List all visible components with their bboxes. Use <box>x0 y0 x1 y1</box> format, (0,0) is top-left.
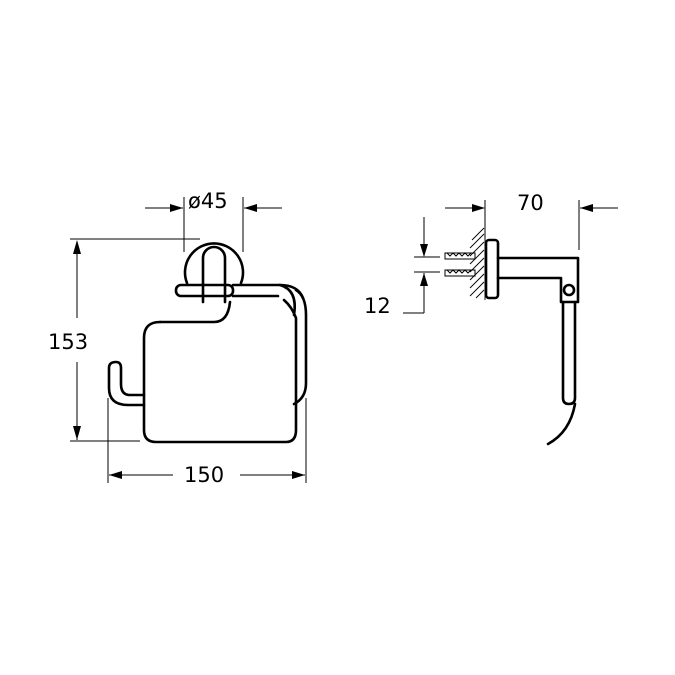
mounting-plate <box>484 238 500 300</box>
width-label: 150 <box>184 463 224 487</box>
screw-spacing-label: 12 <box>364 294 391 318</box>
diameter-label: ø45 <box>188 189 228 213</box>
diameter-dimension: ø45 <box>145 189 282 252</box>
side-view: 70 12 <box>364 191 618 446</box>
front-view: ø45 153 150 <box>48 189 308 487</box>
depth-dimension: 70 <box>445 191 618 250</box>
height-dimension: 153 <box>48 238 200 442</box>
wall-hatch <box>469 227 486 300</box>
screw-spacing-dimension: 12 <box>364 217 440 318</box>
width-dimension: 150 <box>107 398 307 487</box>
height-label: 153 <box>48 330 88 354</box>
side-arm <box>496 256 580 446</box>
wall-anchors <box>444 252 476 277</box>
depth-label: 70 <box>517 191 544 215</box>
holder-outline <box>107 242 308 444</box>
